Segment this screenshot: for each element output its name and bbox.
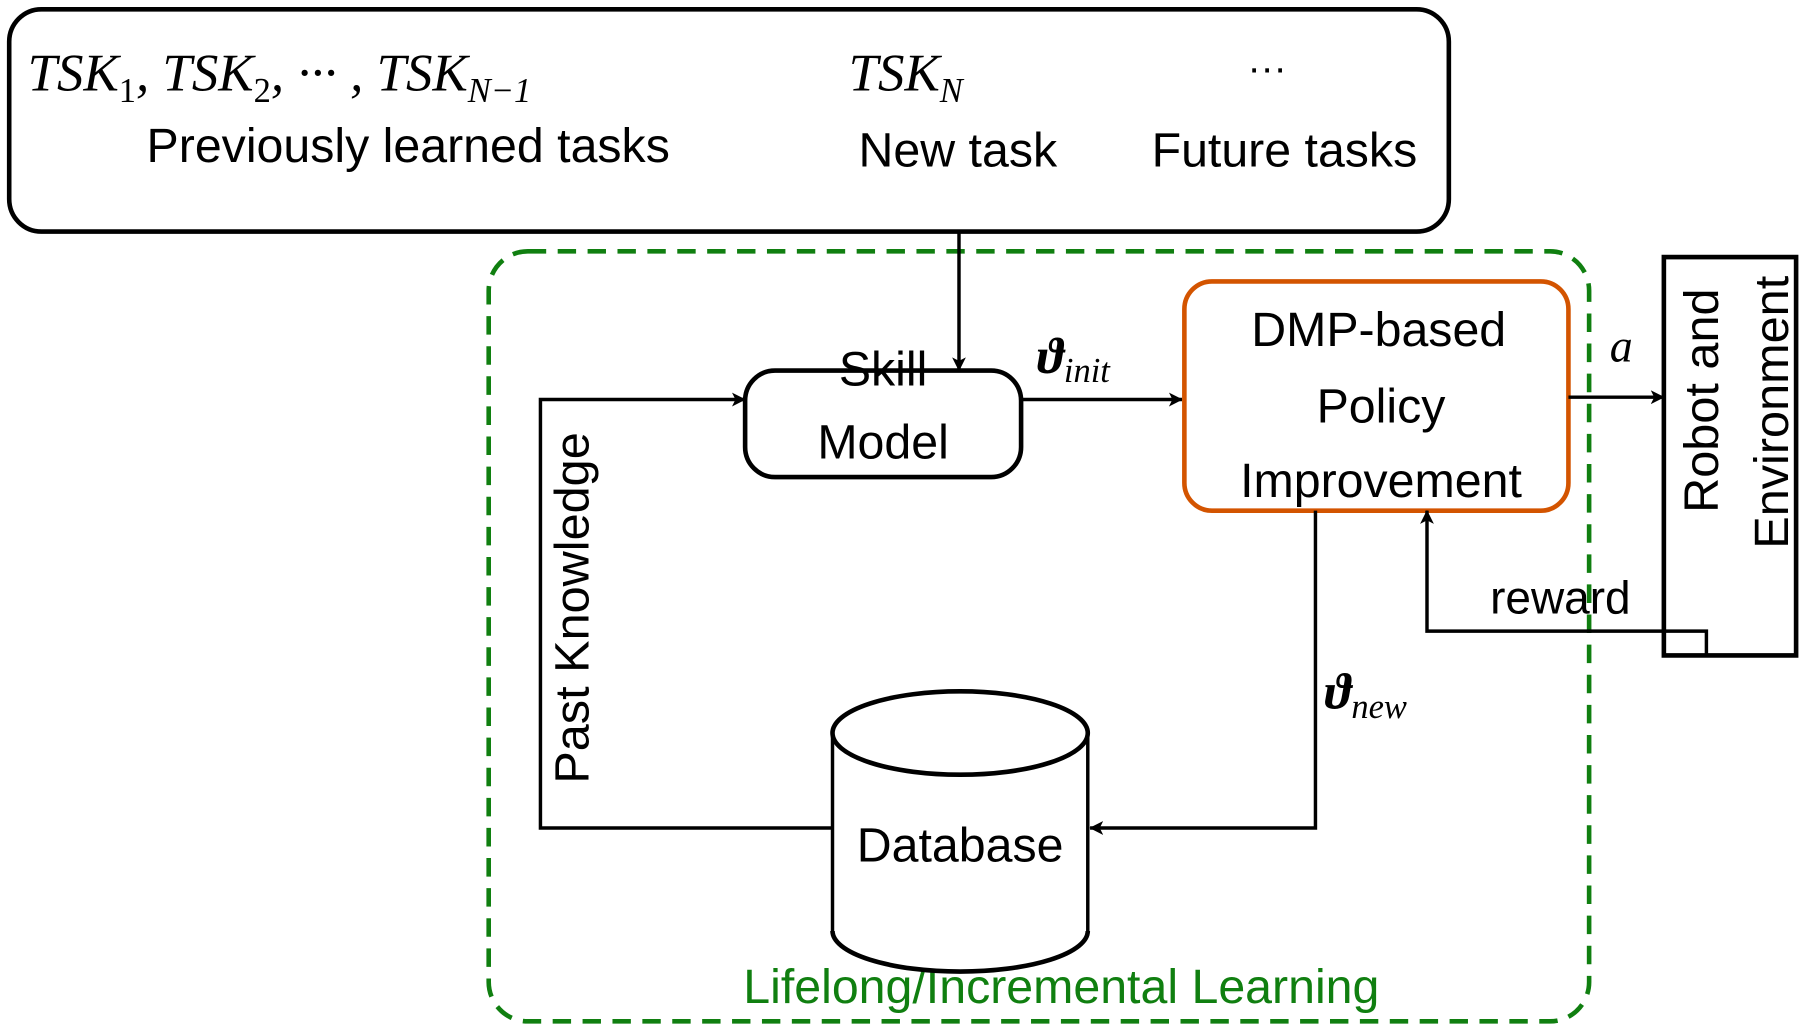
lifelong-learning-region: Lifelong/Incremental Learning: [486, 248, 1592, 1024]
arrow-reward-feedback: [1420, 509, 1709, 656]
database-label: Database: [857, 818, 1064, 872]
new-task-label: New task: [859, 124, 1058, 178]
database-bottom-edge: [830, 930, 1091, 974]
robot-environment-node: Robot and Environment: [1661, 254, 1799, 658]
database-node: Database: [830, 689, 1091, 974]
policy-improvement-line1: DMP-based: [1251, 303, 1506, 357]
robot-environment-frame: [1661, 254, 1799, 658]
previous-tasks-label: Previously learned tasks: [147, 119, 670, 173]
new-task-math: TSKN: [849, 44, 965, 110]
policy-improvement-line3: Improvement: [1240, 454, 1522, 508]
lifelong-region-frame: [486, 248, 1592, 1024]
policy-improvement-node: DMP-based Policy Improvement: [1182, 279, 1571, 513]
skill-model-line1: Skill: [839, 342, 928, 396]
arrow-database-to-skill-model: [538, 392, 833, 830]
action-label: a: [1610, 320, 1633, 371]
previous-tasks-math: TSK1, TSK2, ··· , TSKN−1: [28, 44, 532, 110]
lifelong-region-label: Lifelong/Incremental Learning: [743, 960, 1379, 1014]
database-top: [830, 689, 1091, 778]
skill-model-line2: Model: [817, 415, 949, 469]
tasks-box: TSK1, TSK2, ··· , TSKN−1 Previously lear…: [6, 6, 1452, 234]
past-knowledge-label: Past Knowledge: [546, 432, 600, 783]
arrow-policy-to-database: [1089, 510, 1318, 835]
robot-environment-line2: Environment: [1745, 275, 1799, 549]
future-tasks-label: Future tasks: [1152, 124, 1418, 178]
theta-new-label: ϑnew: [1325, 664, 1407, 726]
reward-label: reward: [1490, 572, 1631, 624]
policy-improvement-line2: Policy: [1317, 380, 1447, 434]
skill-model-node: Skill Model: [742, 342, 1024, 480]
skill-model-frame: [742, 368, 1024, 480]
theta-init-label: ϑinit: [1037, 328, 1111, 390]
tasks-box-frame: [6, 6, 1452, 234]
future-tasks-math: ···: [1248, 46, 1287, 90]
robot-environment-line1: Robot and: [1675, 288, 1729, 512]
